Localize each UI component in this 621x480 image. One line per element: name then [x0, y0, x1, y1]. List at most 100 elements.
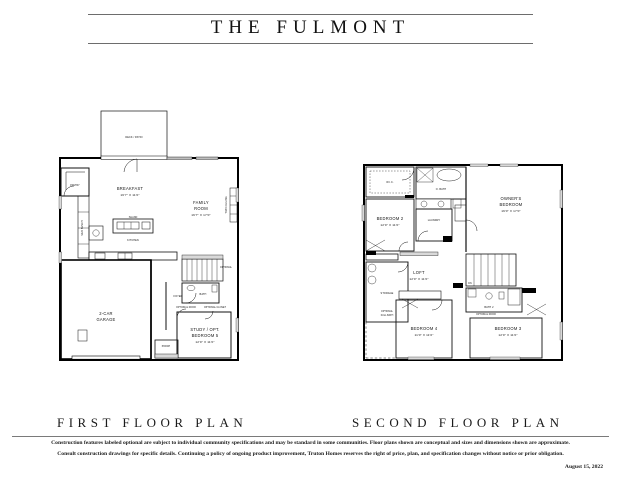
bath2-walls — [465, 287, 523, 313]
window-left-1 — [58, 195, 62, 210]
owners-entry-hall — [454, 204, 467, 222]
bedroom4-dimension: 11'0" X 11'0" — [415, 333, 434, 337]
study-label-2: BEDROOM 5 — [192, 333, 219, 338]
disclaimer-line-2: Consult construction drawings for specif… — [57, 450, 564, 457]
bath2-linen — [467, 288, 477, 298]
study-door-swing — [176, 308, 187, 319]
title-block: THE FULMONT — [88, 14, 533, 44]
breakfast-dimension: 16'7" X 11'0" — [120, 193, 139, 197]
kitchen-label: KITCHEN — [127, 239, 139, 242]
storage-optional-label-2: FULL BATH — [381, 314, 394, 317]
window-left-2 — [58, 251, 62, 264]
stairs-dn-label: DN — [468, 283, 472, 285]
laundry-label: LAUNDRY — [428, 219, 441, 222]
bed4-closet-x2 — [401, 298, 419, 309]
optional-tray-ceiling-note: TRAY CEILING — [225, 196, 228, 213]
pantry-label: PANTRY — [70, 184, 80, 187]
bedroom4-label: BEDROOM 4 — [411, 326, 438, 331]
laundry-walls — [415, 208, 453, 242]
bedroom3-dimension: 12'0" X 11'0" — [498, 333, 517, 337]
porch-label: PORCH — [162, 346, 171, 348]
first-floor-caption: FIRST FLOOR PLAN — [57, 415, 248, 430]
stair-landing — [181, 254, 224, 260]
garage-water-heater — [77, 329, 88, 342]
window-right-1 — [235, 187, 239, 203]
second-floor-exterior-wall — [363, 164, 563, 361]
powder-bath-walls — [181, 282, 220, 304]
bedroom2-window — [361, 204, 365, 222]
loft-threshold — [399, 251, 439, 256]
bedroom2-dimension: 12'0" X 11'0" — [380, 223, 399, 227]
first-floor-stairs — [181, 254, 224, 282]
storage-fixture-1 — [367, 263, 377, 273]
garage-walls — [60, 259, 152, 360]
second-floor-stairs: DN — [465, 253, 517, 287]
loft-label: LOFT — [413, 270, 425, 275]
owner-sink-1 — [420, 200, 428, 208]
garage-label-1: 2-CAR — [99, 311, 113, 316]
wic-walls — [365, 166, 415, 198]
mud-bench-note: MUD BENCH — [81, 220, 84, 235]
optional-door-note-f1: OPTIONAL DOOR — [176, 306, 196, 309]
island-sink — [116, 221, 140, 230]
powder-door-swing — [185, 292, 197, 304]
porch-step — [154, 353, 179, 359]
bedroom3-walls — [469, 317, 543, 359]
optional-door-note-f2: OPTIONAL DOOR — [476, 313, 496, 316]
spiral-note-1: OPTIONAL — [220, 266, 233, 269]
rear-wall-hatch-a — [166, 156, 193, 160]
laundry-door-swing — [417, 230, 429, 242]
hall-rail — [365, 253, 399, 261]
deck-patio-label: DECK / PATIO — [125, 136, 142, 139]
range-burner — [92, 229, 100, 237]
disclaimer-date: August 15, 2022 — [564, 463, 603, 470]
breakfast-label: BREAKFAST — [117, 186, 144, 191]
garage-label-2: GARAGE — [96, 317, 115, 322]
bedroom4-door-swing — [431, 299, 443, 311]
owner-bath-walls — [415, 166, 467, 200]
page-title: THE FULMONT — [210, 17, 411, 38]
garage-door — [71, 355, 141, 360]
bedroom2-label: BEDROOM 2 — [377, 216, 404, 221]
soaking-tub — [436, 168, 462, 182]
bedroom4-closet — [398, 290, 442, 300]
loft-dimension: 12'0" X 11'0" — [409, 277, 428, 281]
optional-closet-note: OPTIONAL CLOSET — [204, 306, 227, 309]
bath2-tub — [507, 288, 521, 306]
storage-fixture-2 — [367, 275, 377, 285]
bedroom3-label: BEDROOM 3 — [495, 326, 522, 331]
study-label-1: STUDY / OPT. — [190, 327, 219, 332]
study-bedroom5-walls — [176, 311, 232, 359]
owner-toilet-closet — [452, 198, 462, 209]
owner-vanity — [415, 198, 452, 210]
bedroom2-door-swing — [398, 241, 409, 252]
wall-stub-c — [366, 251, 376, 255]
owner-bath-label: O. BATH — [436, 188, 447, 191]
rear-slider-opening — [100, 155, 168, 160]
family-room-dimension: 16'7" X 17'0" — [191, 213, 210, 217]
storage-optional-label-1: OPTIONAL — [381, 310, 394, 313]
shower-x2 — [416, 167, 434, 183]
bed3-closet-x2 — [526, 303, 547, 316]
owners-bedroom-dimension: 16'0" X 17'0" — [501, 209, 520, 213]
wic-wall-stub — [405, 195, 414, 198]
rear-door-swing-arc — [123, 158, 138, 173]
owners-door-swing — [465, 219, 478, 232]
storage-label: STORAGE — [381, 292, 394, 295]
foyer-label: FOYER — [173, 295, 182, 298]
window-right-2 — [235, 317, 239, 333]
powder-sink — [186, 285, 196, 291]
bedroom2-walls — [365, 198, 415, 252]
island-cabinet — [141, 221, 151, 230]
owners-window-3 — [559, 189, 563, 209]
bath2-toilet — [498, 291, 505, 300]
bath2-sink — [485, 292, 493, 300]
disclaimer-rule — [12, 436, 609, 437]
owners-bedroom-label-1: OWNER'S — [501, 196, 522, 201]
disclaimer-block: Construction features labeled optional a… — [12, 438, 609, 473]
family-room-label-1: FAMILY — [193, 200, 209, 205]
first-floor-plan: DECK / PATIO PANTRY BREAKFAST 16'7" X 11… — [58, 110, 239, 361]
wic-door-swing — [401, 167, 415, 181]
